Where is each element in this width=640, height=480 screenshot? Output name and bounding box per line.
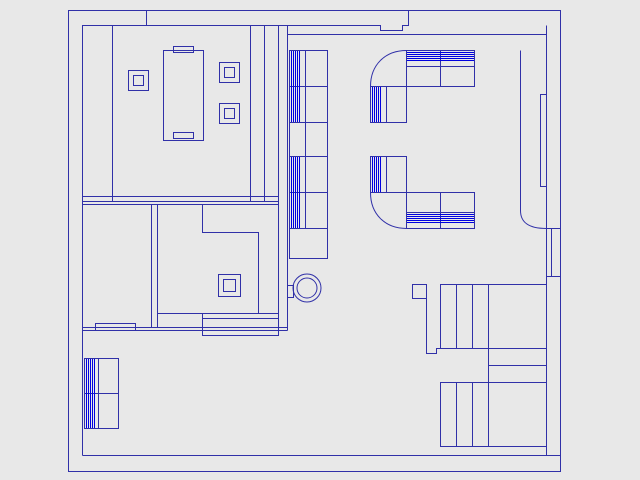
small-room-center <box>157 204 279 336</box>
sofa-bottom-horizontal <box>406 192 475 229</box>
sofa-top-vertical <box>370 86 407 123</box>
right-window <box>546 228 561 277</box>
outer-walls <box>68 10 561 472</box>
dining-chair-left <box>128 70 149 91</box>
sofa-cushion-stripes <box>372 52 474 223</box>
bench-left-stripes <box>291 51 300 228</box>
bench-bottom-left <box>84 358 119 429</box>
desk-block-upper <box>412 284 547 354</box>
dining-chair-right-bottom <box>219 103 240 124</box>
dining-room <box>82 25 279 202</box>
sofa-top-horizontal <box>406 50 475 87</box>
sofa-bottom-vertical <box>370 156 407 193</box>
dining-chair-right-top <box>219 62 240 83</box>
desk-block-lower <box>440 348 547 447</box>
lounge-area <box>287 34 547 229</box>
round-table <box>287 273 322 303</box>
interior-partitions <box>82 25 288 331</box>
small-room-left <box>95 323 136 331</box>
dining-table <box>163 46 204 141</box>
